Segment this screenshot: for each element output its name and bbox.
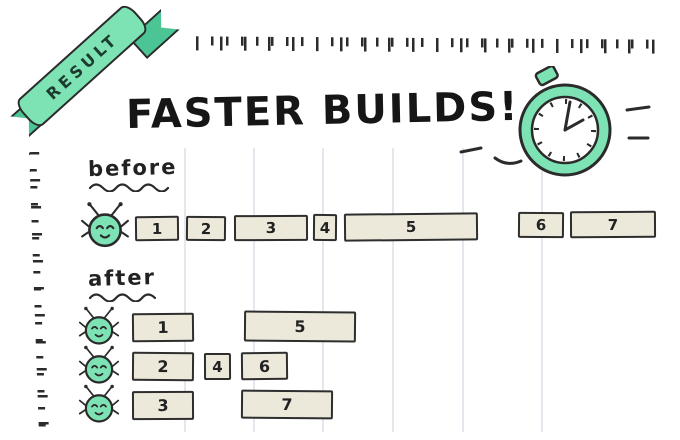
task-number: 2 <box>157 356 169 377</box>
left-border-ticks <box>29 151 50 431</box>
before-label: before <box>87 154 178 182</box>
task-number: 6 <box>535 215 547 235</box>
task-number: 1 <box>157 317 169 338</box>
gridline <box>462 148 464 432</box>
build-task-box: 4 <box>203 352 232 381</box>
build-bot-icon <box>78 306 120 345</box>
gridline <box>253 148 255 432</box>
build-bot-icon <box>78 345 120 384</box>
build-task-box: 2 <box>185 215 227 242</box>
squiggle-underline <box>88 183 170 192</box>
top-border-ticks <box>195 36 659 54</box>
gridline <box>322 148 324 432</box>
build-task-box: 3 <box>233 214 309 242</box>
task-number: 3 <box>265 218 277 238</box>
after-label: after <box>87 265 157 291</box>
build-task-box: 3 <box>131 390 195 421</box>
gridline <box>541 148 543 432</box>
gridline <box>184 148 186 432</box>
task-number: 7 <box>281 394 293 415</box>
task-number: 4 <box>212 357 223 376</box>
task-number: 2 <box>200 219 212 238</box>
task-number: 1 <box>151 219 163 238</box>
build-bot-icon <box>78 384 120 423</box>
build-task-box: 7 <box>569 210 657 239</box>
build-task-box: 1 <box>131 312 195 343</box>
build-task-box: 5 <box>243 310 357 343</box>
build-bot-icon <box>81 202 129 248</box>
gridline <box>392 148 394 432</box>
task-number: 3 <box>157 395 169 416</box>
task-number: 4 <box>319 218 331 237</box>
task-number: 5 <box>405 217 417 237</box>
task-number: 7 <box>607 215 619 234</box>
stopwatch-icon <box>459 66 651 177</box>
task-number: 6 <box>258 356 271 376</box>
task-number: 5 <box>294 316 306 337</box>
build-task-box: 1 <box>134 215 180 242</box>
build-task-box: 5 <box>343 212 479 242</box>
squiggle-underline <box>88 293 156 302</box>
build-task-box: 6 <box>240 351 289 381</box>
build-task-box: 2 <box>131 351 195 382</box>
build-task-box: 7 <box>240 389 334 420</box>
build-task-box: 4 <box>312 213 338 242</box>
build-task-box: 6 <box>517 211 565 239</box>
